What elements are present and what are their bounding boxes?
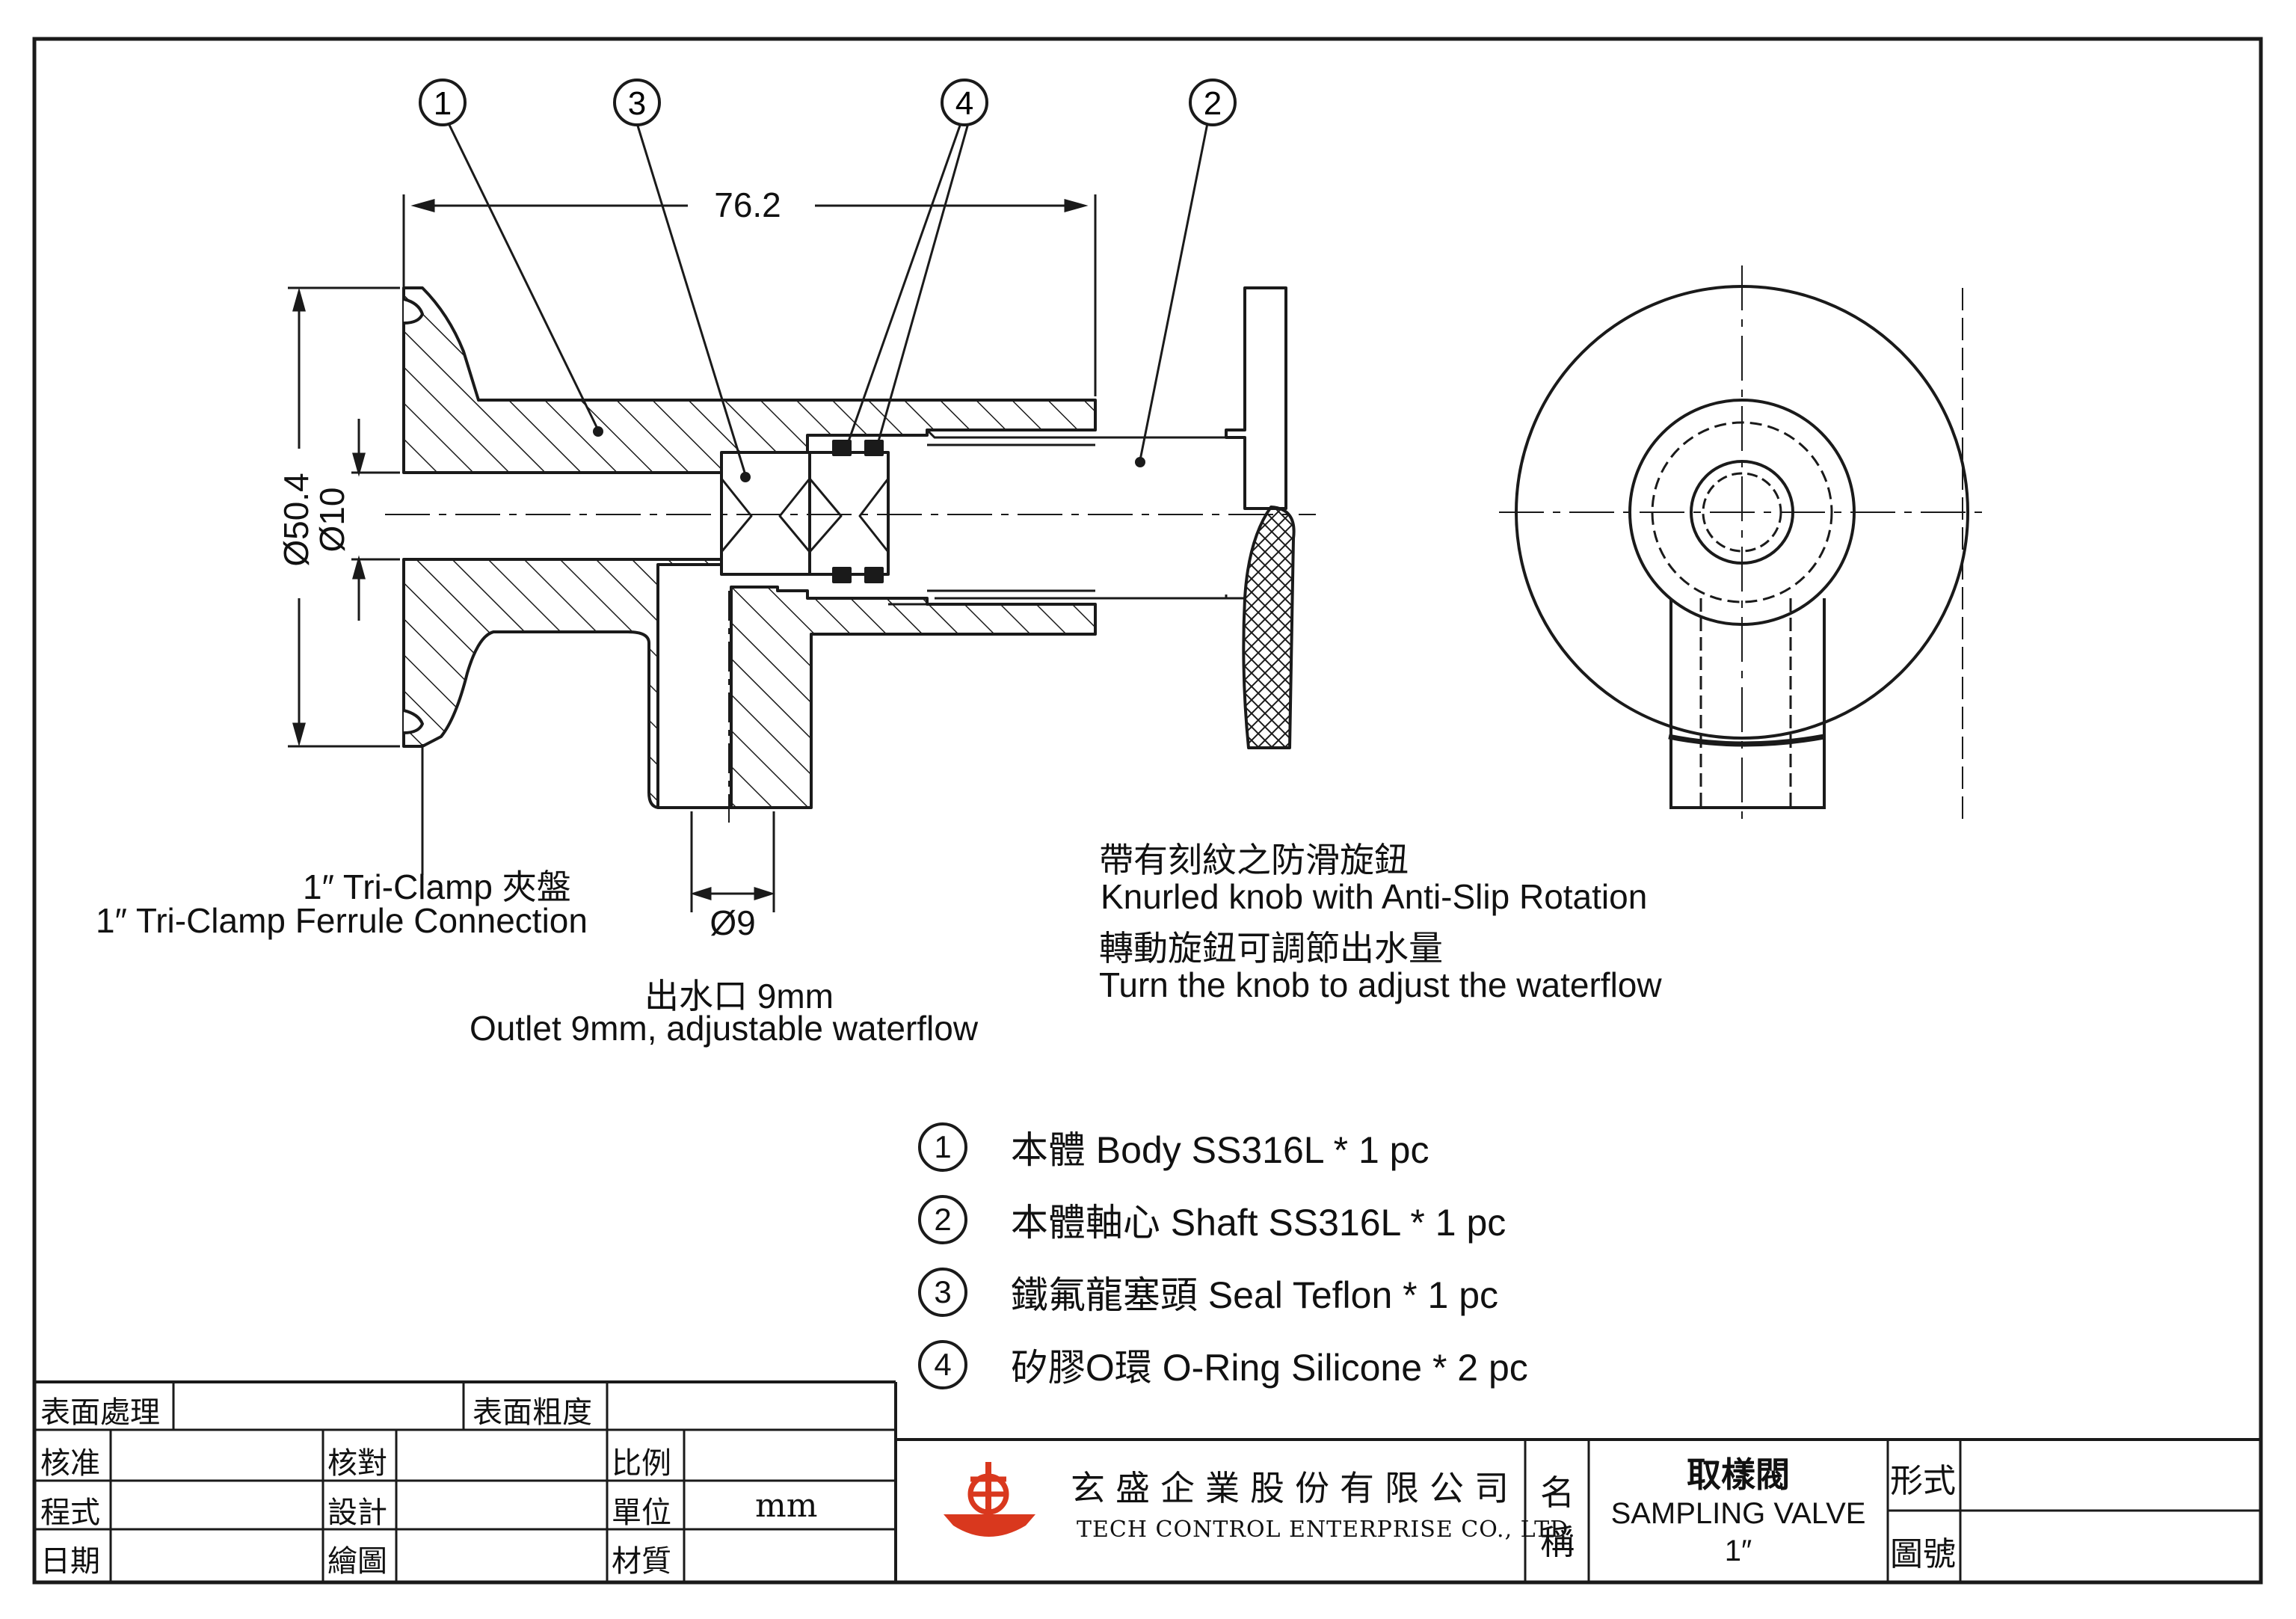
part-number-badge: 4	[918, 1340, 967, 1389]
dim-bore-diameter: Ø10	[313, 488, 351, 553]
process-label: 程式	[40, 1496, 100, 1530]
balloon-leaders	[447, 123, 1209, 476]
clamp-groove-bottom	[403, 709, 424, 734]
material-label: 材質	[612, 1544, 671, 1579]
o-ring-bottom-1	[832, 567, 852, 583]
company-name-en: TECH CONTROL ENTERPRISE CO., LTD.	[1077, 1517, 1576, 1543]
section-view	[385, 286, 1316, 823]
o-ring-bottom-2	[864, 567, 884, 583]
svg-text:4: 4	[955, 85, 973, 122]
body-upper-section	[402, 286, 1097, 474]
part-number-badge: 2	[918, 1195, 967, 1244]
unit-value: mm	[755, 1487, 818, 1525]
svg-text:3: 3	[628, 85, 646, 122]
dimension-lines	[288, 194, 1097, 912]
knob-label-en: Knurled knob with Anti-Slip Rotation	[1101, 877, 1648, 916]
scale-label: 比例	[612, 1446, 671, 1481]
knurled-knob	[1242, 506, 1296, 749]
name-label-bottom: 稱	[1540, 1522, 1575, 1562]
balloon-4: 4	[941, 79, 988, 126]
balloon-1: 1	[419, 79, 467, 126]
company-name-zh: 玄盛企業股份有限公司	[1071, 1468, 1519, 1508]
sheet-border	[32, 37, 2263, 1585]
date-label: 日期	[40, 1544, 100, 1579]
outlet-label-en: Outlet 9mm, adjustable waterflow	[470, 1009, 979, 1048]
outlet-label-zh: 出水口 9mm	[644, 977, 834, 1016]
shaft-outline	[888, 428, 1226, 606]
turn-label-en: Turn the knob to adjust the waterflow	[1099, 965, 1662, 1004]
o-ring-top-2	[864, 440, 884, 456]
title-block	[34, 1380, 2261, 1582]
check-label: 核對	[327, 1446, 387, 1481]
teflon-seal	[720, 451, 811, 576]
surface-treatment-label: 表面處理	[40, 1395, 160, 1430]
part-number-badge: 1	[918, 1122, 967, 1172]
o-ring-top-1	[832, 440, 852, 456]
part-description: 鐵氟龍塞頭 Seal Teflon * 1 pc	[1010, 1274, 1499, 1316]
parts-list: 1 本體 Body SS316L * 1 pc 2 本體軸心 Shaft SS3…	[918, 1120, 1666, 1410]
dim-outlet-diameter: Ø9	[710, 903, 755, 942]
parts-list-item: 2 本體軸心 Shaft SS316L * 1 pc	[918, 1193, 1666, 1265]
unit-label: 單位	[612, 1496, 671, 1530]
drawing-number-label: 圖號	[1890, 1535, 1956, 1573]
balloon-2: 2	[1189, 79, 1237, 126]
part-description: 矽膠O環 O-Ring Silicone * 2 pc	[1010, 1347, 1528, 1389]
product-name-zh: 取樣閥	[1687, 1455, 1790, 1494]
name-label-top: 名	[1540, 1472, 1575, 1513]
clamp-label-zh: 1″ Tri-Clamp 夾盤	[303, 867, 571, 906]
parts-list-item: 4 矽膠O環 O-Ring Silicone * 2 pc	[918, 1338, 1666, 1410]
form-label: 形式	[1890, 1462, 1956, 1500]
knob-label-zh: 帶有刻紋之防滑旋鈕	[1099, 841, 1409, 879]
clamp-groove-top	[403, 298, 424, 325]
clamp-label-en: 1″ Tri-Clamp Ferrule Connection	[96, 901, 588, 940]
svg-text:1: 1	[434, 85, 452, 122]
part-number-badge: 3	[918, 1268, 967, 1317]
knob-flange	[1225, 286, 1287, 510]
product-name-en: SAMPLING VALVE	[1610, 1497, 1866, 1530]
dim-clamp-diameter: Ø50.4	[277, 473, 316, 566]
surface-roughness-label: 表面粗度	[473, 1395, 592, 1430]
svg-text:2: 2	[1204, 85, 1222, 122]
balloon-3: 3	[613, 79, 661, 126]
body-lower-section	[402, 558, 1097, 809]
end-view	[1499, 265, 1989, 819]
parts-list-item: 3 鐵氟龍塞頭 Seal Teflon * 1 pc	[918, 1265, 1666, 1338]
approve-label: 核准	[40, 1446, 100, 1481]
company-logo	[944, 1462, 1035, 1537]
design-label: 設計	[327, 1496, 387, 1530]
parts-list-item: 1 本體 Body SS316L * 1 pc	[918, 1120, 1666, 1193]
part-description: 本體 Body SS316L * 1 pc	[1010, 1129, 1429, 1171]
dim-length: 76.2	[714, 185, 781, 224]
product-size: 1″	[1724, 1534, 1752, 1567]
turn-label-zh: 轉動旋鈕可調節出水量	[1099, 929, 1443, 968]
draw-label: 繪圖	[327, 1544, 387, 1579]
part-description: 本體軸心 Shaft SS316L * 1 pc	[1010, 1202, 1506, 1244]
